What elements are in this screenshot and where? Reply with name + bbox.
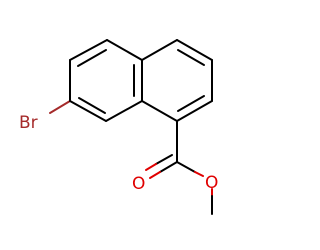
bond-c2-c3 <box>106 39 143 61</box>
bond-c7-c8 <box>69 100 107 122</box>
bond-carbonyl-o-double-b-red <box>145 163 157 171</box>
bond-c1-c2-inner <box>77 49 107 67</box>
ester-oxygen-atom-label: O <box>205 173 218 193</box>
carbonyl-oxygen-atom-label: O <box>132 174 145 194</box>
bond-c2-c1 <box>176 100 213 122</box>
bond-c1-c2 <box>69 39 108 61</box>
bond-c2-c1-inner <box>177 95 205 112</box>
molecule-structure: Br O O <box>19 39 218 215</box>
bond-c4-c3 <box>176 39 213 61</box>
bond-c4-c3-inner <box>177 49 205 66</box>
bond-c8-c8a <box>105 100 143 122</box>
bond-c4a-c4 <box>141 39 178 61</box>
bond-carbonyl-ester-o-red <box>194 171 204 177</box>
bond-c7-br <box>49 100 71 114</box>
bond-c1-c8a <box>141 100 178 122</box>
bond-carbonyl-ester-o <box>176 161 196 173</box>
bond-carbonyl-o-double-a-red <box>149 171 161 179</box>
bond-carbonyl-o-double-a <box>159 161 178 173</box>
bond-carbonyl-o-double-b <box>155 154 173 165</box>
bromine-atom-label: Br <box>19 113 38 133</box>
molecule-diagram: Br O O <box>19 39 218 215</box>
bond-c7-c8-inner <box>78 97 106 114</box>
